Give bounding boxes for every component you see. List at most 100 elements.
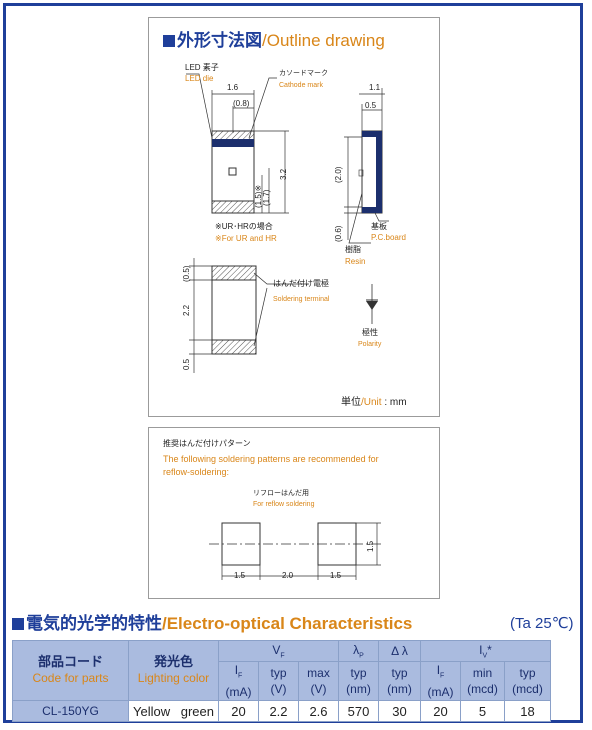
polarity-label-en: Polarity: [358, 341, 382, 348]
header-vf-sub: F: [280, 652, 285, 660]
cathode-mark-label-jp: カソードマーク: [279, 70, 328, 77]
reflow-label-jp: リフローはんだ用: [253, 490, 309, 497]
dim-0-8: (0.8): [233, 99, 250, 108]
unit-value: : mm: [384, 397, 407, 408]
cell-value: 5: [460, 700, 505, 723]
ur-hr-note-en: ※For UR and HR: [215, 234, 277, 243]
characteristics-title: 電気的光学的特性/Electro-optical Characteristics: [12, 615, 412, 632]
subheader-unit: (nm): [346, 682, 371, 697]
soldering-pattern-figure: [209, 522, 381, 580]
dim-1-7: (1.7): [262, 189, 271, 206]
unit-label-jp: 単位: [341, 397, 361, 408]
temperature-condition: (Ta 25℃): [510, 615, 574, 632]
outline-drawing-panel: 外形寸法図/Outline drawing LED 素子 LED die カソー…: [148, 17, 440, 417]
header-code-en: Code for parts: [32, 671, 109, 686]
subheader-unit: (mA): [427, 685, 454, 700]
cathode-mark-label-en: Cathode mark: [279, 82, 323, 89]
subheader-name: typ: [519, 666, 536, 681]
subheader-unit: (mcd): [512, 682, 543, 697]
cell-value: 20: [218, 700, 259, 723]
header-vf: VF: [218, 640, 339, 662]
cell-code: CL-150YG: [12, 700, 129, 723]
subheader-cell: typ(mcd): [504, 660, 551, 702]
subheader-name: I: [436, 663, 441, 677]
outline-title-en: /Outline drawing: [262, 31, 385, 50]
square-bullet-icon: [163, 35, 175, 47]
header-vf-symbol: V: [272, 642, 281, 657]
dim-b-2-2: 2.2: [182, 304, 191, 316]
pcb-label-jp: 基板: [371, 222, 387, 231]
pattern-heading-en-line2: reflow-soldering:: [163, 467, 230, 477]
reflow-label-en: For reflow soldering: [253, 501, 315, 508]
subheader-name-wrap: IF: [219, 662, 258, 684]
header-code-jp: 部品コード: [37, 654, 103, 670]
cell-value: 570: [338, 700, 379, 723]
subheader-cell: IF(mA): [218, 660, 259, 702]
outline-title: 外形寸法図/Outline drawing: [163, 32, 385, 49]
header-lambda-p: λP: [338, 640, 379, 662]
subheader-name: typ: [391, 666, 408, 681]
pattern-dim-2-0: 2.0: [282, 571, 294, 580]
subheader-cell: max(V): [298, 660, 339, 702]
subheader-name: typ: [350, 666, 367, 681]
header-iv-symbol: I: [479, 642, 483, 657]
resin-label-jp: 樹脂: [345, 245, 361, 254]
cell-color: Yellow green: [128, 700, 219, 723]
square-bullet-icon: [12, 618, 24, 630]
subheader-subscript: F: [238, 672, 243, 680]
outline-title-jp: 外形寸法図: [177, 31, 262, 50]
cell-value: 20: [420, 700, 461, 723]
subheader-unit: (mA): [225, 685, 252, 700]
subheader-cell: min(mcd): [460, 660, 505, 702]
led-die-label-jp: LED 素子: [185, 63, 219, 72]
subheader-cell: typ(V): [258, 660, 299, 702]
header-color-en: Lighting color: [137, 671, 210, 686]
dim-b-0-5-bottom: 0.5: [182, 358, 191, 370]
header-lambda-sub: P: [359, 652, 364, 660]
pattern-heading-jp: 推奨はんだ付けパターン: [163, 439, 251, 448]
ur-hr-note-jp: ※UR･HRの場合: [215, 222, 273, 231]
header-lambda-symbol: λ: [353, 642, 360, 657]
subheader-name: typ: [270, 666, 287, 681]
pattern-heading-en-line1: The following soldering patterns are rec…: [163, 454, 379, 464]
subheader-row: IF(mA)typ(V)max(V)typ(nm)typ(nm)IF(mA)mi…: [13, 660, 551, 702]
outline-drawing-figure: [186, 73, 389, 373]
characteristics-title-jp: 電気的光学的特性: [26, 614, 162, 633]
cell-value: 2.6: [298, 700, 339, 723]
cell-value: 30: [378, 700, 421, 723]
soldering-terminal-label-jp: はんだ付け電極: [273, 279, 329, 288]
dim-b-0-5-top: (0.5): [182, 265, 191, 282]
header-delta-lambda: Δ λ: [378, 640, 421, 662]
dim-3-2: 3.2: [279, 168, 288, 180]
subheader-unit: (V): [270, 682, 287, 697]
subheader-name: min: [472, 666, 493, 681]
header-iv-mark: *: [487, 642, 492, 657]
pattern-dim-1-5-height: 1.5: [366, 540, 375, 552]
soldering-pattern-panel: 推奨はんだ付けパターン The following soldering patt…: [148, 427, 440, 599]
subheader-cell: IF(mA): [420, 660, 461, 702]
subheader-unit: (nm): [387, 682, 412, 697]
resin-label-en: Resin: [345, 257, 366, 266]
characteristics-title-en: /Electro-optical Characteristics: [162, 614, 413, 633]
pcb-label-en: P.C.board: [371, 233, 406, 242]
dim-1-6: 1.6: [227, 83, 239, 92]
unit-label-en: /Unit: [361, 397, 382, 408]
dim-2-0: (2.0): [334, 166, 343, 183]
unit-label: 単位/Unit : mm: [341, 398, 407, 408]
subheader-subscript: F: [440, 672, 445, 680]
pattern-dim-1-5-left: 1.5: [234, 571, 246, 580]
subheader-name-wrap: IF: [421, 662, 460, 684]
subheader-name: max: [307, 666, 330, 681]
dim-0-5-top: 0.5: [365, 101, 377, 110]
subheader-unit: (V): [310, 682, 327, 697]
header-iv-sub: V: [482, 652, 488, 660]
header-iv: IV*: [420, 640, 551, 662]
led-die-label-en: LED die: [185, 74, 214, 83]
polarity-label-jp: 極性: [362, 328, 378, 337]
dim-0-6: (0.6): [334, 225, 343, 242]
header-color-jp: 発光色: [153, 654, 193, 670]
